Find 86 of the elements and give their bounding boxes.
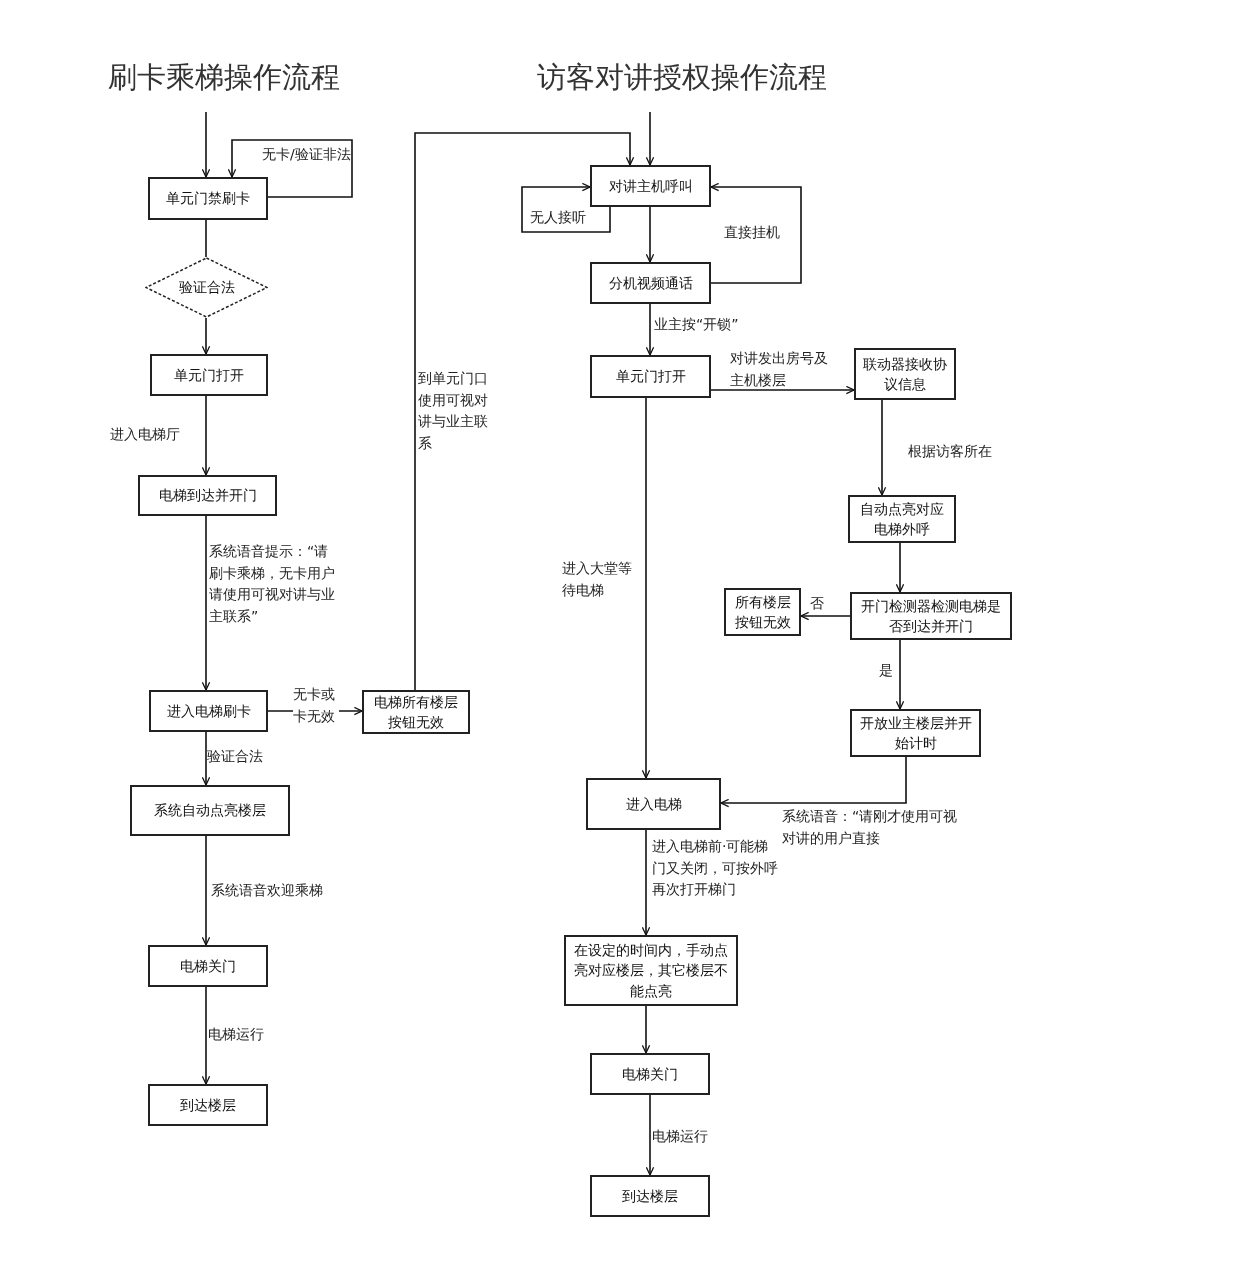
- edge-label: 系统语音：“请刚才使用可视对讲的用户直接: [782, 807, 958, 848]
- heading: 访客对讲授权操作流程: [537, 59, 827, 96]
- process-box: [564, 935, 738, 1006]
- arrow: [645, 1094, 655, 1176]
- node-text: 在设定的时间内，手动点亮对应楼层，其它楼层不能点亮: [573, 941, 729, 1001]
- arrow: [710, 182, 802, 284]
- arrow: [201, 515, 211, 691]
- edge-label: 否: [810, 594, 825, 613]
- arrow: [645, 206, 655, 263]
- process-box: [850, 709, 981, 757]
- edge-label: 是: [879, 661, 894, 680]
- process-box: [590, 165, 711, 207]
- arrow: [877, 399, 887, 496]
- node-text: 单元门打开: [615, 367, 686, 387]
- edge-label: 无人接听: [530, 208, 587, 227]
- node-text: 开门检测器检测电梯是否到达并开门: [860, 596, 1002, 636]
- edge-label: 验证合法: [207, 747, 264, 766]
- process-box: [850, 592, 1012, 640]
- edge-label: 到单元门口使用可视对讲与业主联系: [418, 369, 489, 454]
- node-text: 所有楼层按钮无效: [733, 592, 792, 632]
- node-text: 进入电梯: [625, 794, 682, 814]
- decision-diamond: [145, 257, 268, 318]
- process-box: [149, 690, 268, 732]
- edge-label: 根据访客所在: [908, 442, 993, 461]
- arrow: [641, 397, 651, 779]
- node-text: 分机视频通话: [608, 273, 693, 293]
- edge-label: 系统语音提示：“请刷卡乘梯，无卡用户请使用可视对讲与业主联系”: [209, 542, 336, 627]
- node-text: 到达楼层: [180, 1095, 236, 1115]
- node-text: 电梯关门: [180, 956, 236, 976]
- node-text: 对讲主机呼叫: [608, 176, 693, 196]
- arrow: [201, 731, 211, 786]
- edge-label: 电梯运行: [652, 1127, 709, 1146]
- edge-label: 进入大堂等待电梯: [562, 559, 633, 600]
- arrow: [201, 835, 211, 946]
- node-text: 电梯到达并开门: [158, 486, 257, 506]
- edge-label: 电梯运行: [208, 1025, 265, 1044]
- process-box: [148, 1084, 268, 1126]
- arrow: [800, 611, 851, 621]
- arrow: [710, 385, 855, 395]
- node-text: 验证合法: [178, 278, 235, 298]
- edge-label: 直接挂机: [724, 223, 781, 242]
- node-text: 单元门禁刷卡: [166, 189, 250, 209]
- process-box: [148, 177, 268, 220]
- process-box: [150, 354, 268, 396]
- node-text: 电梯所有楼层按钮无效: [373, 692, 459, 732]
- process-box: [854, 348, 956, 400]
- process-box: [590, 1053, 710, 1095]
- node-text: 电梯关门: [622, 1064, 678, 1084]
- node-text: 自动点亮对应电梯外呼: [859, 499, 945, 539]
- arrow: [521, 182, 611, 233]
- heading: 刷卡乘梯操作流程: [108, 59, 340, 96]
- edge-label: 进入电梯厅: [110, 425, 181, 444]
- process-box: [362, 690, 470, 734]
- process-box: [724, 588, 801, 636]
- node-text: 系统自动点亮楼层: [154, 801, 266, 821]
- node-text: 到达楼层: [622, 1186, 678, 1206]
- arrow: [201, 111, 211, 178]
- process-box: [848, 495, 956, 543]
- arrow: [895, 542, 905, 593]
- arrow: [645, 303, 655, 356]
- arrow: [201, 317, 211, 355]
- edge-label: 业主按“开锁”: [654, 315, 740, 334]
- arrow: [227, 139, 353, 198]
- process-box: [138, 475, 277, 516]
- edge-label: 进入电梯前·可能梯门又关闭，可按外呼再次打开梯门: [652, 837, 778, 900]
- node-text: 开放业主楼层并开始计时: [858, 713, 973, 753]
- process-box: [590, 355, 711, 398]
- edge-label: 无卡/验证非法: [262, 145, 352, 164]
- edge-label: 对讲发出房号及主机楼层: [730, 349, 829, 390]
- process-box: [590, 1175, 710, 1217]
- process-box: [586, 778, 721, 830]
- arrow: [895, 639, 905, 710]
- process-box: [148, 945, 268, 987]
- node-text: 进入电梯刷卡: [166, 701, 251, 721]
- arrow: [201, 986, 211, 1085]
- node-text: 联动器接收协议信息: [862, 354, 948, 394]
- process-box: [590, 262, 711, 304]
- arrow: [414, 132, 635, 691]
- arrow: [201, 395, 211, 476]
- arrow: [641, 1005, 651, 1054]
- arrow: [645, 111, 655, 166]
- arrow: [641, 829, 651, 936]
- node-text: 单元门打开: [174, 365, 244, 385]
- process-box: [130, 785, 290, 836]
- edge-label: 系统语音欢迎乘梯: [211, 881, 324, 900]
- arrow: [720, 756, 907, 808]
